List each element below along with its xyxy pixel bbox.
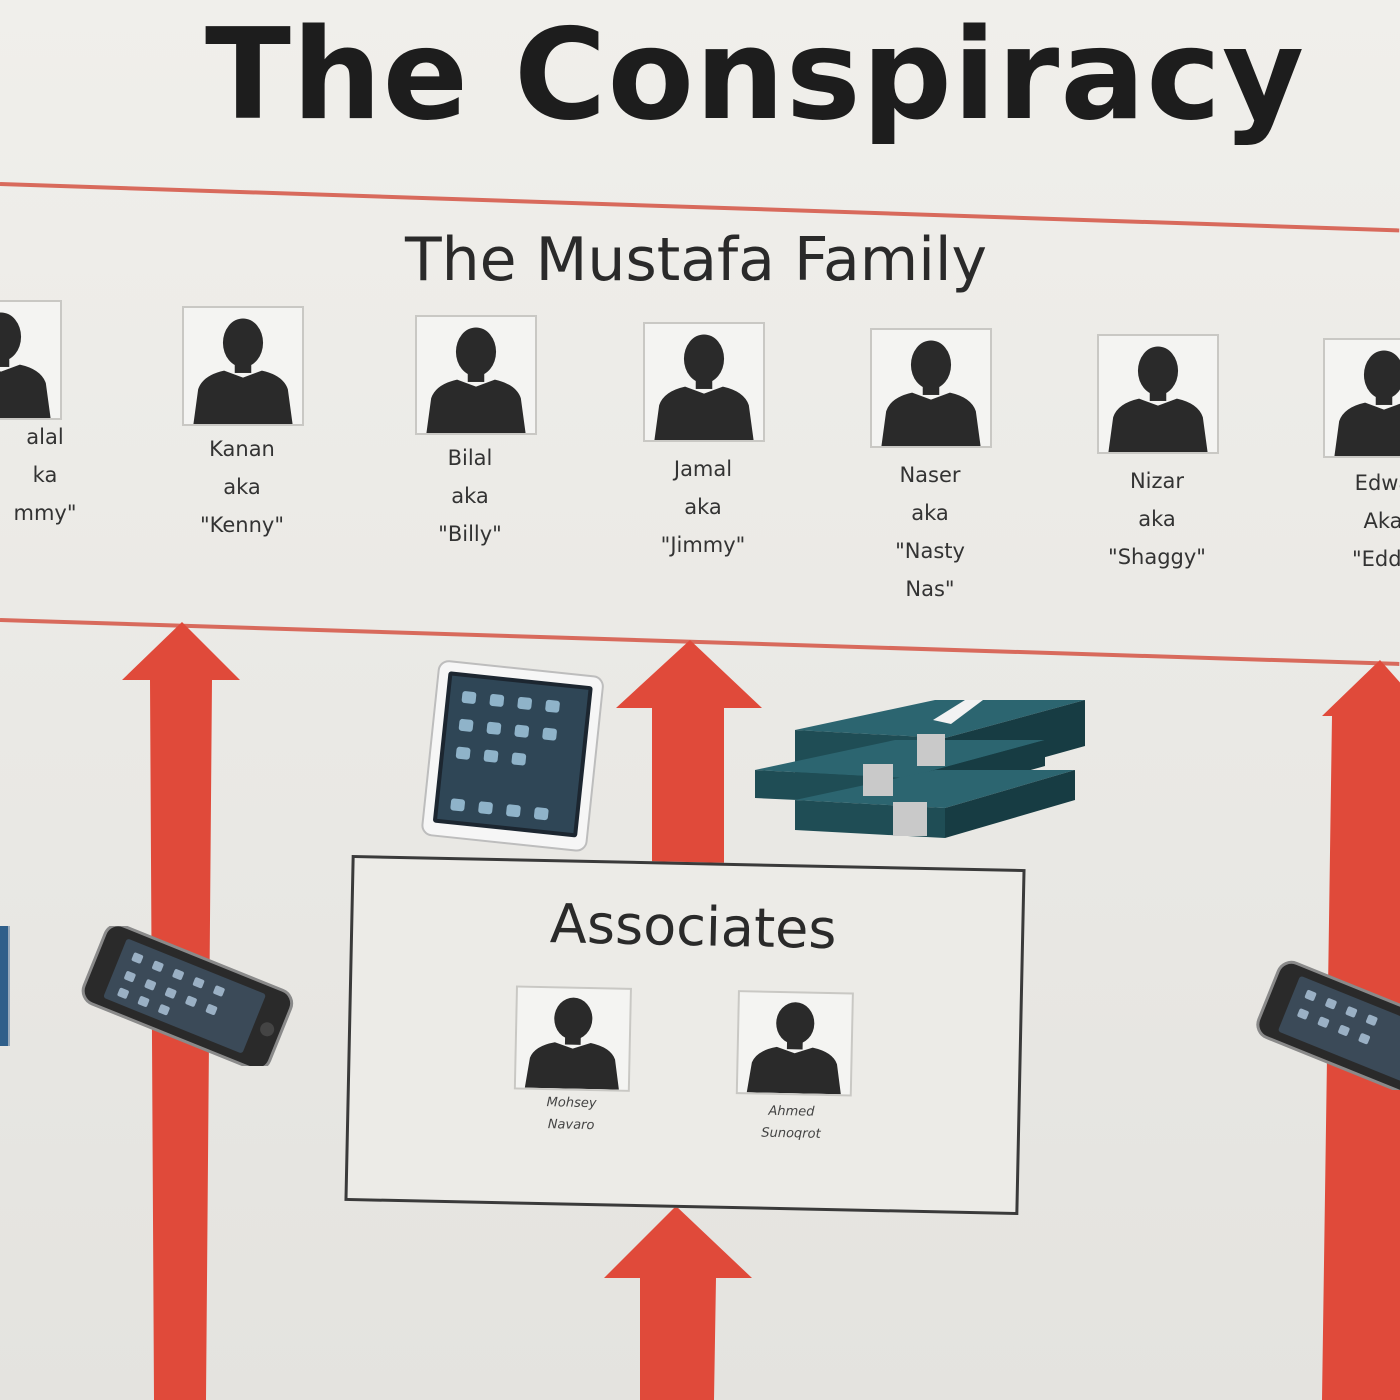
person-silhouette-icon: [415, 315, 537, 435]
person-silhouette-icon: [643, 322, 765, 442]
smartphone-icon: [1256, 960, 1400, 1090]
associates-heading: Associates: [549, 892, 838, 962]
member-name: Nizar aka "Shaggy": [1108, 469, 1206, 569]
person-silhouette-icon: [513, 985, 632, 1092]
associate-name: Ahmed Sunoqrot: [761, 1103, 821, 1142]
arrow-up-icon: [616, 640, 762, 880]
person-silhouette-icon: [0, 300, 62, 420]
member-name: alal ka mmy": [13, 425, 77, 525]
member-name: Jamal aka "Jimmy": [660, 457, 746, 557]
tablet-icon: [421, 660, 604, 852]
person-silhouette-icon: [870, 328, 992, 448]
member-name: Kanan aka "Kenny": [199, 437, 284, 537]
member-name: Naser aka "Nasty Nas": [895, 463, 965, 601]
person-silhouette-icon: [1323, 338, 1400, 458]
associates-box: Associates Mohsey Navaro Ahmed Sunoqrot: [344, 854, 1026, 1216]
person-silhouette-icon: [182, 306, 304, 426]
smartphone-edge-icon: [0, 926, 10, 1046]
member-name: Edwa Aka "Eddy: [1351, 471, 1400, 571]
arrow-up-icon: [604, 1206, 752, 1400]
smartphone-icon: [81, 926, 294, 1066]
member-name: Bilal aka "Billy": [438, 446, 502, 546]
person-silhouette-icon: [735, 990, 854, 1097]
family-heading: The Mustafa Family: [405, 225, 988, 295]
page-title: The Conspiracy: [205, 1, 1306, 148]
associate-name: Mohsey Navaro: [546, 1095, 597, 1134]
cash-stack-icon: [755, 700, 1085, 838]
person-silhouette-icon: [1097, 334, 1219, 454]
